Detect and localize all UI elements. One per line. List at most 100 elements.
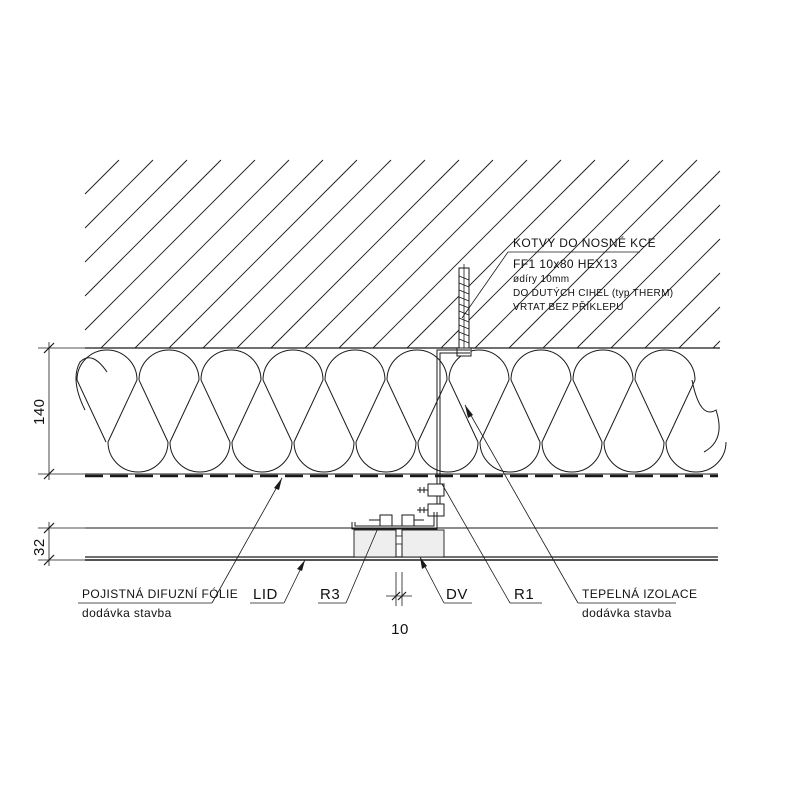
- batting-strand: [541, 379, 572, 443]
- dowel-rib: [458, 275, 470, 281]
- hatch-line: [84, 159, 188, 263]
- batting-lower-arc: [665, 441, 727, 473]
- insulation-callout-title: TEPELNÁ IZOLACE: [582, 586, 697, 601]
- dimension-joint: 10: [386, 572, 412, 638]
- batting-strand: [107, 379, 138, 443]
- anchor-note-line4: VRTAT BEZ PŘÍKLEPU: [513, 300, 624, 313]
- batting-strand: [262, 379, 293, 443]
- batting-upper-arc: [76, 349, 138, 381]
- hatch-line: [678, 306, 721, 349]
- dowel-rib: [458, 331, 470, 337]
- hatch-line: [508, 159, 698, 349]
- cladding-panel: [85, 527, 718, 561]
- hatch-line: [712, 340, 721, 349]
- lid-label: LID: [253, 586, 278, 603]
- hatch-line: [236, 159, 426, 349]
- hatch-line: [372, 159, 562, 349]
- batting-strand: [355, 379, 386, 443]
- dowel-rib: [458, 282, 470, 288]
- dimension-32-label: 32: [31, 538, 48, 556]
- callout-dv: DV: [419, 556, 472, 604]
- batting-strand: [572, 379, 603, 443]
- r3-label: R3: [320, 586, 340, 603]
- dowel-rib: [458, 296, 470, 302]
- batting-lower-arc: [541, 441, 603, 473]
- thermal-insulation: [75, 349, 727, 473]
- panel-fixing-blocks: [353, 529, 445, 558]
- batting-strand: [231, 379, 262, 443]
- hatch-line: [610, 238, 721, 349]
- hatch-line: [84, 159, 256, 331]
- callout-foil: POJISTNÁ DIFUZNÍ FÓLIE dodávka stavba: [78, 477, 283, 620]
- hatch-line: [644, 272, 721, 349]
- dowel-rib: [458, 289, 470, 295]
- batting-strand: [510, 379, 541, 443]
- batting-upper-arc: [572, 349, 634, 381]
- batting-strand: [634, 379, 665, 443]
- batting-lower-arc: [479, 441, 541, 473]
- anchor-note-title: KOTVY DO NOSNÉ KCE: [513, 235, 656, 250]
- batting-upper-arc: [200, 349, 262, 381]
- dowel-rib: [458, 310, 470, 316]
- batting-left-hook: [75, 357, 108, 411]
- dv-label: DV: [446, 586, 468, 603]
- dowel-rib: [458, 303, 470, 309]
- bracket-screws: [417, 483, 445, 517]
- callout-r3: R3: [318, 527, 379, 604]
- dimension-140-label: 140: [31, 398, 48, 425]
- hatch-line: [84, 159, 222, 297]
- batting-upper-arc: [448, 349, 510, 381]
- dowel-rib: [458, 317, 470, 323]
- batting-upper-arc: [138, 349, 200, 381]
- dowel-rib: [458, 324, 470, 330]
- bracket-profile: [436, 349, 470, 512]
- anchor-note: KOTVY DO NOSNÉ KCE FF1 10x80 HEX13 ødíry…: [461, 235, 673, 319]
- hatch-line: [100, 159, 290, 349]
- batting-strand: [200, 379, 231, 443]
- batting-lower-arc: [603, 441, 665, 473]
- batting-strand: [386, 379, 417, 443]
- hatch-line: [338, 159, 528, 349]
- hatch-line: [270, 159, 460, 349]
- batting-lower-arc: [107, 441, 169, 473]
- hatch-line: [542, 170, 721, 349]
- anchor-note-line3: DO DUTÝCH CIHEL (typ THERM): [513, 286, 673, 299]
- hatch-line: [440, 159, 630, 349]
- dimension-rail: 32: [31, 522, 85, 566]
- batting-strand: [665, 379, 696, 443]
- callout-lid: LID: [250, 559, 306, 604]
- foil-callout-title: POJISTNÁ DIFUZNÍ FÓLIE: [82, 586, 238, 601]
- rail-connector: [351, 512, 438, 530]
- diffusion-foil: [85, 473, 718, 478]
- insulation-batting: [75, 349, 727, 473]
- batting-strand: [76, 379, 107, 443]
- batting-upper-arc: [386, 349, 448, 381]
- anchor-note-line2: ødíry 10mm: [513, 274, 569, 285]
- dimension-10-label: 10: [391, 621, 409, 638]
- hatch-line: [304, 159, 494, 349]
- hatch-line: [84, 159, 154, 229]
- hatch-line: [202, 159, 392, 349]
- batting-strand: [324, 379, 355, 443]
- wall-hatch: [84, 159, 721, 349]
- foil-callout-sub: dodávka stavba: [82, 606, 172, 620]
- batting-lower-arc: [355, 441, 417, 473]
- hatch-line: [84, 159, 120, 195]
- batting-strand: [293, 379, 324, 443]
- batting-upper-arc: [510, 349, 572, 381]
- anchor-assembly: [351, 264, 472, 558]
- dowel-rib: [458, 338, 470, 344]
- batting-strand: [448, 379, 479, 443]
- wall-anchor-dowel: [456, 264, 472, 357]
- batting-strand: [603, 379, 634, 443]
- batting-lower-arc: [293, 441, 355, 473]
- dimension-insulation: 140: [31, 342, 85, 480]
- batting-upper-arc: [262, 349, 324, 381]
- batting-strand: [479, 379, 510, 443]
- hatch-line: [576, 204, 721, 349]
- hatch-line: [474, 159, 664, 349]
- hatch-line: [168, 159, 358, 349]
- anchor-note-line1: FF1 10x80 HEX13: [513, 257, 618, 271]
- batting-strand: [169, 379, 200, 443]
